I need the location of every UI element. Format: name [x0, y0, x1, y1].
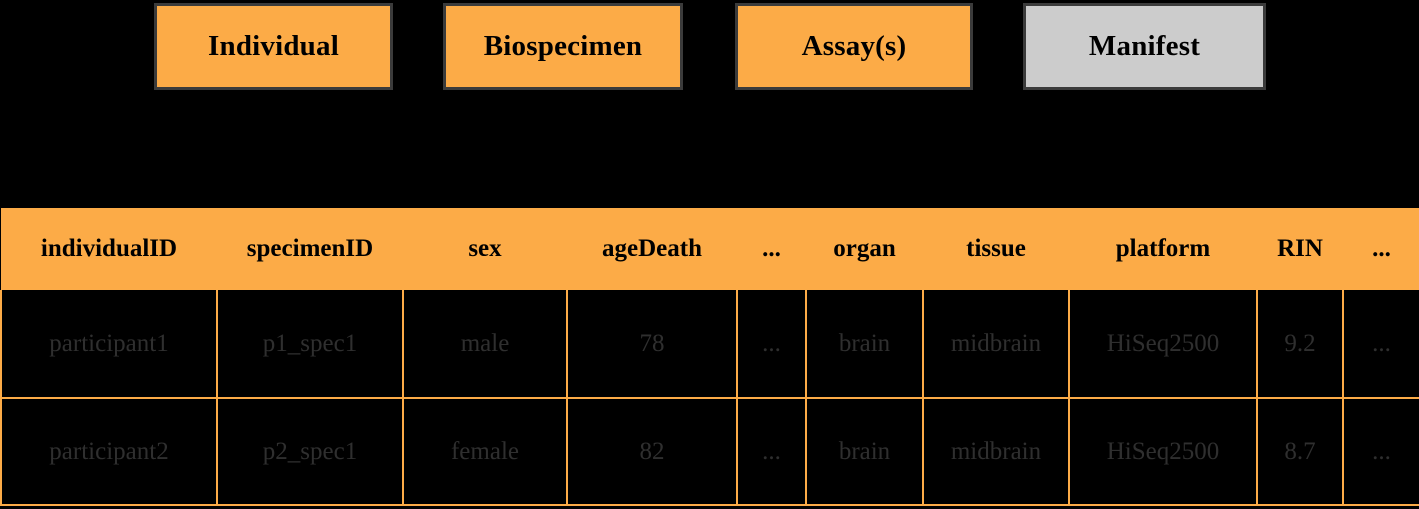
column-header-ellipsis-2: ...	[1372, 235, 1391, 262]
column-header-rin[interactable]: RIN	[1277, 235, 1323, 262]
column-header-tissue[interactable]: tissue	[966, 235, 1026, 262]
cell-organ: brain	[805, 398, 924, 506]
column-header-specimenid[interactable]: specimenID	[246, 235, 374, 262]
cell-rin: 9.2	[1256, 290, 1344, 399]
cell-ellipsis-2: ...	[1342, 398, 1419, 506]
table-header-row: individualID specimenID sex ageDeath ...…	[1, 208, 1419, 290]
node-label-biospecimen: Biospecimen	[483, 30, 643, 62]
node-box-biospecimen[interactable]: Biospecimen	[443, 3, 683, 90]
cell-platform: HiSeq2500	[1068, 290, 1258, 399]
cell-individualid: participant2	[0, 398, 218, 506]
column-header-individualid[interactable]: individualID	[40, 235, 178, 262]
table-row[interactable]: participant2 p2_spec1 female 82 ... brai…	[0, 398, 1419, 506]
node-box-assays[interactable]: Assay(s)	[735, 3, 973, 90]
manifest-table: individualID specimenID sex ageDeath ...…	[0, 208, 1419, 506]
cell-agedeath: 78	[566, 290, 738, 399]
cell-sex: female	[402, 398, 568, 506]
node-label-individual: Individual	[208, 30, 339, 62]
cell-platform: HiSeq2500	[1068, 398, 1258, 506]
column-header-agedeath[interactable]: ageDeath	[602, 235, 702, 262]
cell-specimenid: p2_spec1	[216, 398, 404, 506]
node-box-individual[interactable]: Individual	[154, 3, 393, 90]
cell-ellipsis-1: ...	[736, 398, 807, 506]
table-body: participant1 p1_spec1 male 78 ... brain …	[0, 290, 1419, 506]
cell-individualid: participant1	[0, 290, 218, 399]
cell-ellipsis-2: ...	[1342, 290, 1419, 399]
cell-tissue: midbrain	[922, 290, 1070, 399]
manifest-table-container: individualID specimenID sex ageDeath ...…	[0, 208, 1419, 506]
schema-node-row: Individual Biospecimen Assay(s) Manifest	[0, 0, 1419, 97]
node-label-manifest: Manifest	[1088, 30, 1201, 62]
node-box-manifest[interactable]: Manifest	[1023, 3, 1266, 90]
cell-sex: male	[402, 290, 568, 399]
cell-tissue: midbrain	[922, 398, 1070, 506]
cell-agedeath: 82	[566, 398, 738, 506]
column-header-platform[interactable]: platform	[1115, 235, 1211, 262]
cell-specimenid: p1_spec1	[216, 290, 404, 399]
column-header-sex[interactable]: sex	[468, 235, 502, 262]
cell-organ: brain	[805, 290, 924, 399]
cell-rin: 8.7	[1256, 398, 1344, 506]
node-label-assays: Assay(s)	[801, 30, 907, 62]
table-row[interactable]: participant1 p1_spec1 male 78 ... brain …	[0, 290, 1419, 399]
cell-ellipsis-1: ...	[736, 290, 807, 399]
column-header-organ[interactable]: organ	[833, 235, 896, 262]
column-header-ellipsis-1: ...	[762, 235, 781, 262]
table-header: individualID specimenID sex ageDeath ...…	[1, 208, 1419, 290]
